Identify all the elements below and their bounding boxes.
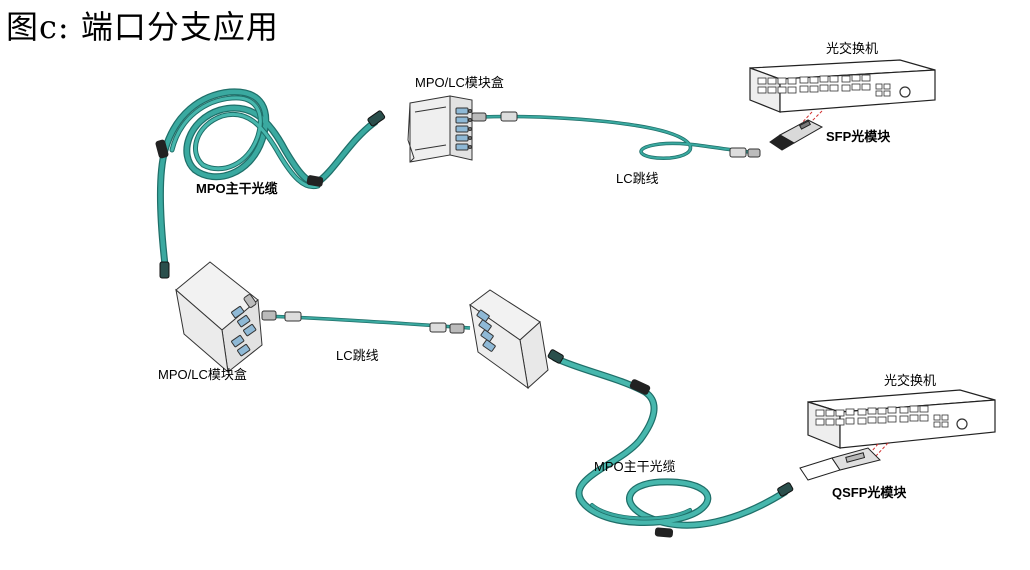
mpo-trunk-cable-1	[155, 88, 386, 279]
qsfp-module-label: QSFP光模块	[832, 485, 907, 500]
switch-label-1: 光交换机	[826, 41, 879, 56]
lc-patch-label-2: LC跳线	[336, 348, 379, 363]
mpo-trunk-cable-2	[547, 349, 794, 538]
sfp-module-label: SFP光模块	[826, 129, 891, 144]
qsfp-module	[799, 447, 881, 481]
lc-patch-cable-2	[261, 310, 471, 334]
cassette-1	[407, 95, 473, 163]
cassette-3	[469, 289, 549, 390]
lc-patch-label-1: LC跳线	[616, 171, 659, 186]
cassette-label-1: MPO/LC模块盒	[415, 75, 504, 90]
optical-switch-2	[807, 389, 996, 449]
switch-label-2: 光交换机	[884, 373, 937, 388]
cassette-2	[175, 261, 263, 374]
mpo-trunk-label-2: MPO主干光缆	[594, 459, 676, 474]
sfp-module	[769, 119, 824, 151]
optical-switch-1	[749, 59, 936, 113]
cassette-label-2: MPO/LC模块盒	[158, 367, 247, 382]
diagram-title: 图c: 端口分支应用	[6, 8, 279, 46]
mpo-trunk-label-1: MPO主干光缆	[196, 181, 278, 196]
lc-patch-cable-1	[471, 111, 761, 160]
